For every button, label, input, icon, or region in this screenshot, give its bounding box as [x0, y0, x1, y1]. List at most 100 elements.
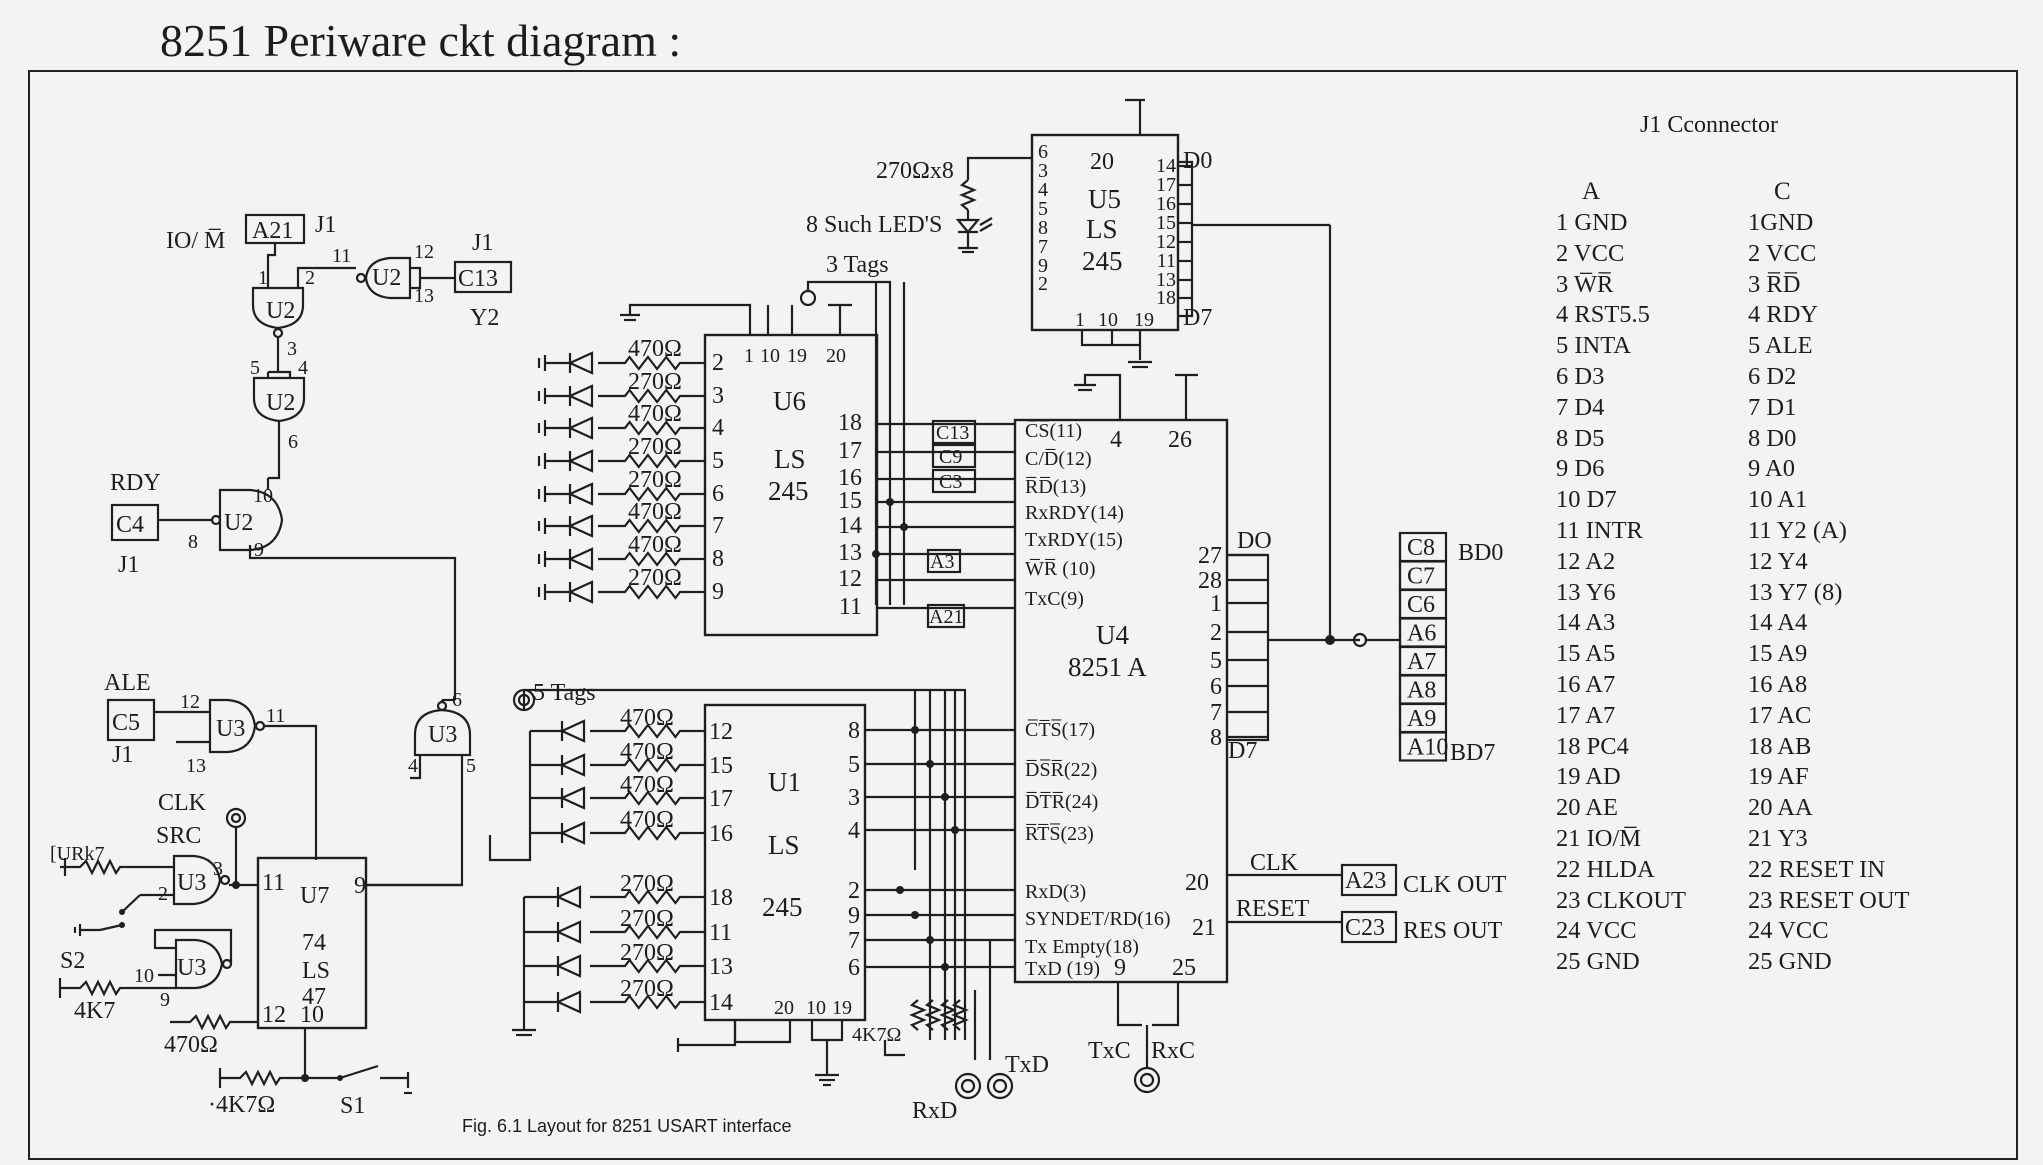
connector-pin-a: 18 PC4	[1556, 732, 1629, 760]
bd7-label: BD7	[1450, 740, 1495, 766]
box-c4: C4	[116, 512, 144, 538]
u4-pin-4: 4	[1110, 427, 1122, 453]
u7-name: U7	[300, 883, 329, 909]
u1-left-pin: 12	[709, 719, 733, 745]
u4-left-pin: C̅T̅S̅(17)	[1025, 719, 1095, 741]
u5-right-pin: 17	[1156, 174, 1176, 196]
tags-5-label: 5 Tags	[533, 680, 596, 706]
u1-resistor-label: 270Ω	[620, 940, 674, 966]
bus-box: A6	[1407, 621, 1436, 647]
connector-pin-a: 10 D7	[1556, 486, 1617, 514]
u6-name: U6	[773, 386, 806, 416]
u7-mid: LS	[302, 958, 330, 984]
connector-pin-a: 11 INTR	[1556, 516, 1643, 544]
connector-pin-c: 3 R̅D̅	[1748, 270, 1801, 298]
box-a23: A23	[1345, 868, 1386, 894]
connector-pin-c: 23 RESET OUT	[1748, 886, 1910, 914]
connector-pin-c: 8 D0	[1748, 424, 1797, 452]
u4-left-pin: D̅T̅R̅(24)	[1025, 791, 1098, 813]
gate-u3b-label: U3	[428, 722, 457, 748]
u5-right-pin: 14	[1156, 155, 1176, 177]
gate-u3a-pin-12: 12	[180, 691, 200, 713]
u6-number: 245	[768, 476, 809, 506]
connector-pin-c: 2 VCC	[1748, 239, 1817, 267]
connector-pin-c: 22 RESET IN	[1748, 855, 1886, 883]
u1-type: LS	[768, 830, 800, 860]
u4-right-pin: 2	[1210, 620, 1222, 646]
connector-pin-a: 4 RST5.5	[1556, 301, 1650, 329]
u4-pin-9: 9	[1114, 955, 1126, 981]
u1-left-pin: 14	[709, 990, 733, 1016]
u4-right-pin: 28	[1198, 568, 1222, 594]
connector-pin-c: 5 ALE	[1748, 332, 1813, 360]
bus-box: A9	[1407, 706, 1436, 732]
u5-name: U5	[1088, 184, 1121, 214]
u1-right-pin: 3	[848, 785, 860, 811]
u4-name: U4	[1096, 620, 1129, 650]
gate-u3b-pin-5: 5	[466, 755, 476, 777]
connector-pin-c: 20 AA	[1748, 794, 1813, 822]
box-c13-j1: C13	[458, 266, 498, 292]
connector-pin-a: 3 W̅R̅	[1556, 270, 1614, 298]
connector-pin-c: 6 D2	[1748, 362, 1797, 390]
u1-pin-10: 10	[806, 997, 826, 1019]
rxc-label: RxC	[1151, 1038, 1195, 1064]
u4-left-pin: TxRDY(15)	[1025, 529, 1123, 551]
figure-caption: Fig. 6.1 Layout for 8251 USART interface	[462, 1116, 792, 1136]
connector-pin-a: 17 A7	[1556, 701, 1616, 729]
u7-pin-11: 11	[262, 870, 285, 896]
bus-box: A8	[1407, 678, 1436, 704]
u5-left-pin: 6	[1038, 141, 1048, 163]
gate-u3c-label: U3	[177, 870, 206, 896]
gate-u2d-label: U2	[224, 510, 253, 536]
u4-pin-20: 20	[1185, 870, 1209, 896]
u4-right-pin: 27	[1198, 543, 1222, 569]
u4-right-pin: 8	[1210, 725, 1222, 751]
u5-right-pin: 18	[1156, 287, 1176, 309]
u5-pin-10: 10	[1098, 309, 1118, 331]
gate-u2b-pin-11: 11	[332, 245, 351, 267]
u7-number: 47	[302, 984, 326, 1010]
u4-left-pin: TxC(9)	[1025, 588, 1084, 610]
u4-left-pin: C̅S̅(11)	[1025, 420, 1082, 442]
connector-pin-a: 8 D5	[1556, 424, 1605, 452]
connector-pin-a: 23 CLKOUT	[1556, 886, 1686, 914]
u4-left-pin: RxD(3)	[1025, 881, 1086, 903]
connector-pin-a: 1 GND	[1556, 209, 1628, 236]
txd-label: TxD	[1005, 1052, 1049, 1078]
u5-right-pin: 12	[1156, 231, 1176, 253]
u1-left-pin: 18	[709, 885, 733, 911]
resistor-270x8: 270Ωx8	[876, 158, 954, 184]
u6-left-pin: 2	[712, 350, 724, 376]
gate-u3d-label: U3	[177, 955, 206, 981]
u6-resistor-label: 470Ω	[628, 401, 682, 427]
resistor-4k7: 4K7Ω	[852, 1024, 901, 1046]
u1-right-pin: 7	[848, 928, 860, 954]
u6-left-pin: 5	[712, 448, 724, 474]
u1-resistor-label: 470Ω	[620, 807, 674, 833]
connector-pin-c: 21 Y3	[1748, 824, 1808, 852]
connector-title: J1 Cconnector	[1640, 112, 1778, 138]
u5-right-pin: 16	[1156, 193, 1176, 215]
gate-u3b-pin-4: 4	[408, 755, 418, 777]
connector-pin-a: 12 A2	[1556, 547, 1616, 575]
u4-pin-26: 26	[1168, 427, 1192, 453]
u5-type: LS	[1086, 214, 1118, 244]
gate-u2c-pin-4: 4	[298, 357, 308, 379]
u4-left-pin: TxD (19)	[1025, 958, 1100, 980]
u7-pin-10: 10	[300, 1002, 324, 1028]
connector-pin-a: 25 GND	[1556, 948, 1640, 976]
box-a3: A3	[930, 551, 954, 573]
j1-label-c: J1	[118, 552, 139, 578]
u1-resistor-label: 470Ω	[620, 739, 674, 765]
rxd-label: RxD	[912, 1098, 957, 1124]
gate-u2b-pin-12: 12	[414, 241, 434, 263]
connector-pin-a: 15 A5	[1556, 640, 1616, 668]
connector-pin-a: 22 HLDA	[1556, 855, 1655, 883]
u4-right-pin: 1	[1210, 591, 1222, 617]
u5-vcc-pin: 20	[1090, 149, 1114, 175]
u1-pin-20: 20	[774, 997, 794, 1019]
u6-resistor-label: 270Ω	[628, 565, 682, 591]
gate-u2a-pin-2: 2	[305, 267, 315, 289]
